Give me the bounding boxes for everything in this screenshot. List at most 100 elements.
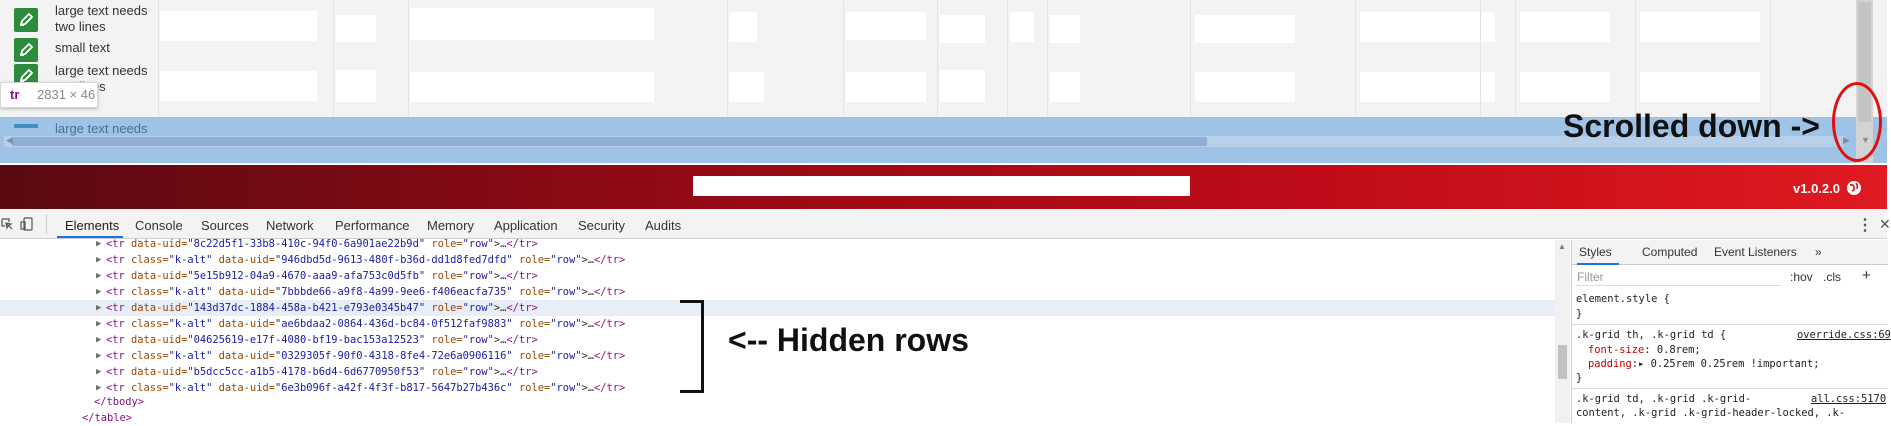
expand-triangle-icon[interactable]: ▶	[96, 303, 102, 313]
horizontal-scrollbar-thumb[interactable]	[12, 137, 1207, 146]
toolbar-separator	[46, 214, 47, 234]
dom-line-tr[interactable]: ▶ <tr class="k-alt" data-uid="ae6bdaa2-08…	[0, 316, 1555, 332]
rule-selector[interactable]: .k-grid td, .k-grid .k-grid-	[1576, 393, 1752, 405]
grid-cell-blank	[1640, 12, 1760, 42]
rule-divider	[1572, 324, 1888, 325]
tab-event-listeners[interactable]: Event Listeners	[1714, 245, 1797, 259]
grid-cell-blank	[729, 12, 757, 42]
scroll-up-arrow-icon[interactable]: ▲	[1558, 242, 1566, 251]
tab-audits[interactable]: Audits	[645, 218, 682, 233]
rule-selector-continued: content, .k-grid .k-grid-header-locked, …	[1576, 407, 1845, 419]
grid-cell-blank	[1010, 12, 1034, 42]
tab-memory[interactable]: Memory	[427, 218, 474, 233]
banner-redacted-title	[693, 176, 1190, 196]
dom-line-content: <tr class="k-alt" data-uid="0329305f-90f…	[106, 350, 626, 362]
column-divider	[1047, 0, 1048, 118]
new-rule-button[interactable]: +	[1862, 267, 1871, 284]
tab-console[interactable]: Console	[135, 218, 183, 233]
close-devtools-icon[interactable]: ✕	[1879, 216, 1891, 232]
styles-filter-input[interactable]: Filter	[1575, 268, 1781, 286]
tab-security[interactable]: Security	[578, 218, 625, 233]
dom-line-table-close[interactable]: </table>	[82, 412, 133, 424]
dom-line-content: <tr data-uid="5e15b912-04a9-4670-aaa9-af…	[106, 270, 538, 282]
grid-cell-blank	[1520, 12, 1610, 42]
rule-divider	[1572, 388, 1888, 389]
cell-text: large text needs	[55, 121, 148, 136]
expand-triangle-icon[interactable]: ▶	[96, 287, 102, 297]
tab-elements[interactable]: Elements	[65, 218, 120, 233]
globe-icon[interactable]	[1846, 180, 1862, 196]
expand-triangle-icon[interactable]: ▶	[96, 271, 102, 281]
expand-triangle-icon[interactable]: ▶	[96, 351, 102, 361]
expand-triangle-icon[interactable]: ▶	[96, 367, 102, 377]
annotation-hidden-rows: <-- Hidden rows	[728, 322, 969, 358]
grid-cell-blank	[336, 15, 376, 42]
column-divider	[408, 0, 409, 118]
expand-triangle-icon[interactable]: ▶	[96, 255, 102, 265]
tab-performance[interactable]: Performance	[335, 218, 410, 233]
edit-button[interactable]	[14, 8, 38, 32]
dom-line-content: <tr class="k-alt" data-uid="946dbd5d-961…	[106, 254, 626, 266]
grid-cell-blank	[729, 72, 764, 102]
rule-selector[interactable]: .k-grid th, .k-grid td {	[1576, 329, 1727, 341]
expand-triangle-icon[interactable]: ▶	[96, 319, 102, 329]
column-divider	[1355, 0, 1356, 118]
grid-cell-blank	[160, 11, 317, 41]
more-tabs-icon[interactable]: »	[1815, 245, 1822, 259]
styles-sidebar: Styles Computed Event Listeners » Filter…	[1571, 240, 1891, 423]
table-row: large text needs two lines	[0, 0, 1850, 36]
column-divider	[1770, 0, 1771, 118]
dom-line-tr[interactable]: ▶<tr class="k-alt" data-uid="6e3b096f-a4…	[0, 380, 1555, 396]
column-divider	[1515, 0, 1516, 118]
more-options-icon[interactable]: ⋮	[1857, 217, 1873, 234]
edit-button[interactable]	[14, 124, 38, 128]
dom-line-tr[interactable]: ▶ <tr class="k-alt" data-uid="0329305f-90…	[0, 348, 1555, 364]
grid-cell-blank	[1195, 72, 1295, 102]
grid-cell-blank	[1640, 72, 1760, 102]
dom-line-tr[interactable]: ▶<tr data-uid="8c22d5f1-33b8-410c-94f0-6…	[0, 236, 1555, 252]
grid-cell-blank	[1050, 72, 1080, 102]
hover-state-toggle[interactable]: :hov	[1790, 270, 1813, 284]
rule-source-link[interactable]: override.css:69	[1797, 329, 1891, 341]
class-toggle[interactable]: .cls	[1823, 270, 1841, 284]
grid-cell-blank	[160, 71, 317, 101]
tooltip-dimensions: 2831 × 46	[37, 87, 96, 102]
dom-line-tr[interactable]: ▶<tr data-uid="04625619-e17f-4080-bf19-b…	[0, 332, 1555, 348]
expand-triangle-icon[interactable]: ▶	[96, 383, 102, 393]
tab-sources[interactable]: Sources	[201, 218, 249, 233]
inspect-element-icon[interactable]	[0, 217, 14, 231]
active-tab-indicator	[57, 236, 123, 238]
elements-scrollbar[interactable]	[1555, 240, 1570, 423]
rule-source-link[interactable]: all.css:5170	[1811, 393, 1887, 405]
tab-computed[interactable]: Computed	[1642, 245, 1698, 259]
rule-close-brace: }	[1576, 308, 1583, 320]
device-toolbar-icon[interactable]	[20, 217, 34, 231]
inspect-tooltip: tr 2831 × 46	[0, 82, 98, 108]
css-declaration[interactable]: font-size: 0.8rem;	[1588, 344, 1701, 356]
dom-line-content: <tr class="k-alt" data-uid="ae6bdaa2-086…	[106, 318, 626, 330]
table-row: large text needs two lines	[0, 60, 1850, 96]
element-style-rule[interactable]: element.style {	[1576, 293, 1670, 305]
tab-styles[interactable]: Styles	[1579, 245, 1612, 259]
dom-line-tr[interactable]: ▶<tr data-uid="143d37dc-1884-458a-b421-e…	[0, 300, 1555, 316]
scroll-left-arrow-icon[interactable]: ◀	[6, 135, 13, 145]
grid-cell-blank	[1520, 72, 1610, 102]
grid-cell-blank	[410, 72, 654, 102]
pencil-icon	[19, 68, 34, 83]
expand-triangle-icon[interactable]: ▶	[96, 239, 102, 249]
column-divider	[1007, 0, 1008, 118]
column-divider	[1190, 0, 1191, 118]
elements-scrollbar-thumb[interactable]	[1558, 345, 1567, 379]
css-declaration[interactable]: padding:▸ 0.25rem 0.25rem !important;	[1588, 358, 1820, 370]
dom-line-tbody-close[interactable]: </tbody>	[94, 396, 145, 408]
column-divider	[843, 0, 844, 118]
dom-line-tr[interactable]: ▶<tr data-uid="b5dcc5cc-a1b5-4178-b6d4-6…	[0, 364, 1555, 380]
tab-network[interactable]: Network	[266, 218, 314, 233]
dom-line-tr[interactable]: ▶ <tr class="k-alt" data-uid="946dbd5d-96…	[0, 252, 1555, 268]
edit-button[interactable]	[14, 38, 38, 62]
expand-triangle-icon[interactable]: ▶	[96, 335, 102, 345]
tab-application[interactable]: Application	[494, 218, 558, 233]
dom-line-tr[interactable]: ▶ <tr data-uid="5e15b912-04a9-4670-aaa9-a…	[0, 268, 1555, 284]
dom-line-tr[interactable]: ▶<tr class="k-alt" data-uid="7bbbde66-a9…	[0, 284, 1555, 300]
grid-cell-blank	[1360, 12, 1495, 42]
